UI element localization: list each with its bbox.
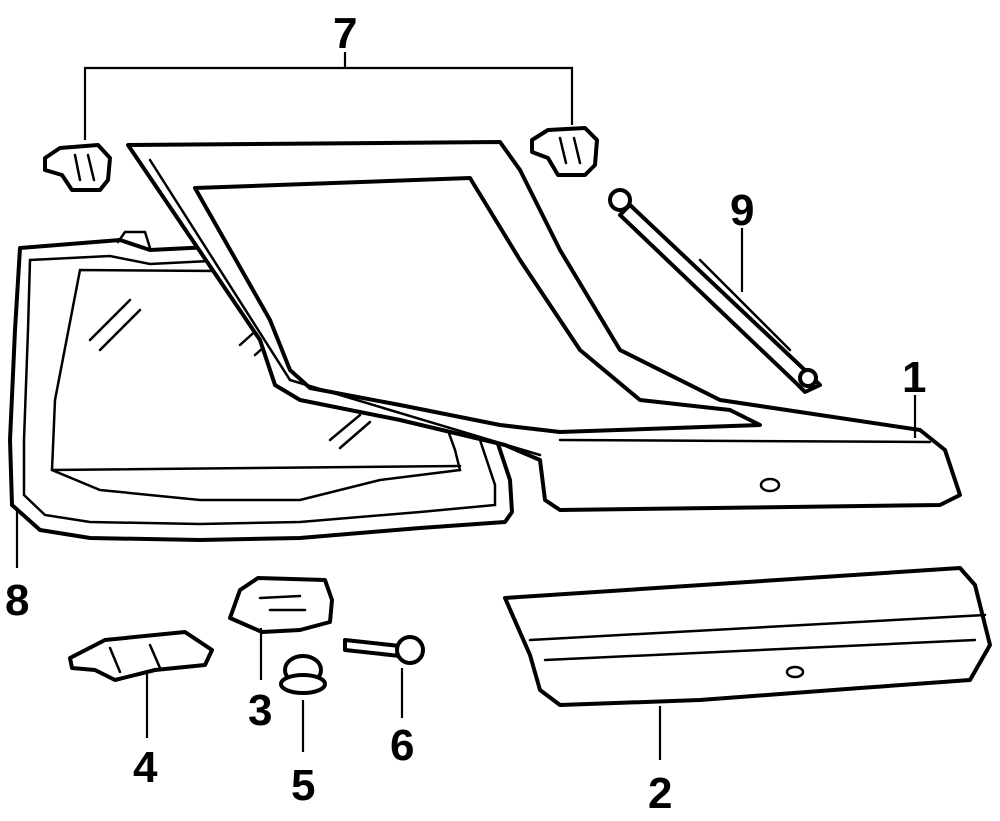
lock-striker [228, 576, 334, 634]
glass-glare-mark-1 [88, 298, 142, 352]
strut-body-line [698, 258, 792, 352]
liftgate-window-opening [193, 176, 762, 434]
callout-3: 3 [248, 686, 272, 735]
strut-lower-end [798, 368, 818, 388]
grommet [279, 654, 327, 695]
strut-end-fitting [608, 188, 632, 212]
callout-7: 7 [333, 9, 357, 58]
liftgate-latch [68, 630, 214, 682]
striker-detail [258, 594, 307, 612]
garnish-panel-crease [528, 613, 987, 642]
lift-support-strut [608, 188, 822, 394]
garnish-panel-hole [785, 665, 805, 679]
callout-8: 8 [5, 576, 29, 625]
callout-4: 4 [133, 743, 158, 792]
liftgate-frame-lower-edge [558, 438, 932, 444]
latch-body [68, 630, 214, 682]
liftgate-frame-edge [148, 158, 542, 457]
glass-tab-left [116, 230, 152, 250]
grommet-flange [279, 673, 327, 695]
bolt-shank [343, 638, 402, 658]
hinge-right [530, 126, 599, 177]
leader-7-bracket [83, 66, 574, 140]
hinge-left-detail [73, 153, 96, 182]
striker-body [228, 576, 334, 634]
garnish-panel-outline [503, 566, 992, 707]
callout-1: 1 [902, 353, 926, 402]
leader-lines [15, 52, 917, 760]
garnish-panel [503, 566, 992, 707]
bolt [343, 635, 425, 665]
bolt-head [395, 635, 425, 665]
latch-detail [108, 643, 162, 674]
liftgate-frame [126, 140, 962, 512]
liftgate-lock-hole [759, 477, 781, 493]
hinge-left [43, 143, 112, 192]
callout-2: 2 [648, 769, 672, 818]
glass-defroster-line [50, 464, 462, 472]
callout-6: 6 [390, 721, 414, 770]
garnish-panel-lower-crease [543, 638, 977, 662]
callout-9: 9 [730, 186, 754, 235]
glass-glare-mark-3 [328, 413, 372, 450]
callout-5: 5 [291, 761, 315, 810]
hinge-right-detail [558, 136, 582, 165]
